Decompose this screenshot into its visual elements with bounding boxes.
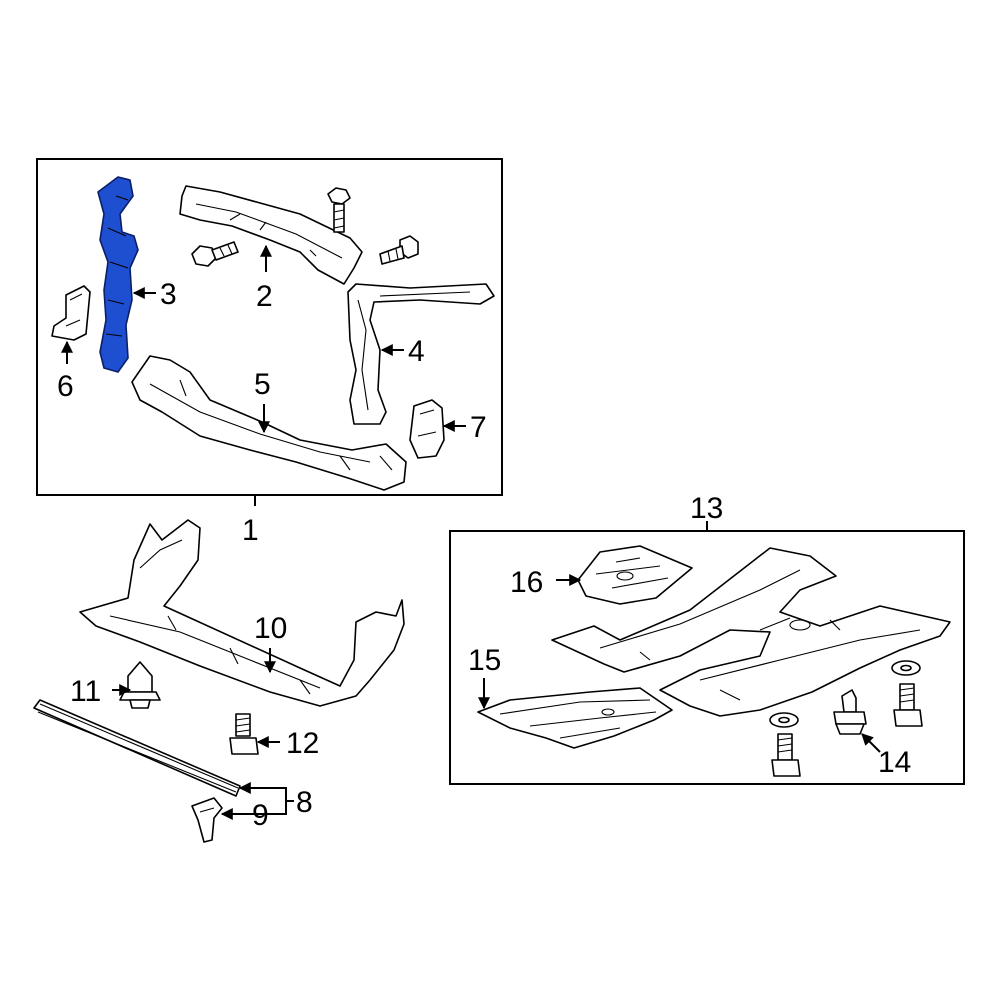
- bolt-upper-center[interactable]: [327, 187, 351, 233]
- washer-left[interactable]: [769, 712, 799, 728]
- callout-13: 13: [690, 492, 723, 525]
- callout-9: 9: [252, 799, 269, 832]
- part-3-upright-bracket[interactable]: [97, 176, 139, 373]
- part-6-small-bracket[interactable]: [51, 285, 91, 341]
- part-2-upper-cross-member[interactable]: [179, 185, 363, 285]
- part-13-under-cover[interactable]: [551, 547, 951, 717]
- bolt-right[interactable]: [379, 235, 419, 265]
- part-9-fastener[interactable]: [191, 797, 223, 843]
- callout-6: 6: [57, 370, 74, 403]
- callout-3: 3: [160, 278, 177, 311]
- part-10-splash-shield[interactable]: [79, 519, 405, 707]
- bolt-left[interactable]: [191, 241, 239, 267]
- assembly-1-box: [36, 158, 503, 496]
- leader-14: [861, 733, 881, 753]
- part-12-bolt[interactable]: [229, 713, 259, 755]
- bolt-13-left[interactable]: [771, 733, 801, 777]
- part-8-strip[interactable]: [33, 699, 241, 797]
- part-4-side-bracket[interactable]: [347, 283, 495, 425]
- callout-10: 10: [254, 612, 287, 645]
- callout-15: 15: [468, 644, 501, 677]
- part-5-lower-cross-member[interactable]: [131, 355, 407, 491]
- callout-2: 2: [256, 280, 273, 313]
- bolt-13-right[interactable]: [893, 683, 923, 727]
- callout-11: 11: [70, 675, 101, 708]
- part-15-cover[interactable]: [477, 687, 673, 749]
- part-14-clip[interactable]: [833, 689, 867, 735]
- part-16-small-cover[interactable]: [577, 545, 693, 605]
- callout-5: 5: [254, 368, 271, 401]
- callout-1: 1: [242, 514, 259, 547]
- washer-right[interactable]: [891, 660, 921, 676]
- leader-8-9-bracket: [220, 782, 294, 820]
- callout-12: 12: [286, 727, 319, 760]
- part-11-clip[interactable]: [119, 661, 161, 709]
- part-7-bracket[interactable]: [409, 399, 445, 459]
- callout-8: 8: [296, 786, 313, 819]
- callout-7: 7: [470, 411, 487, 444]
- callout-16: 16: [510, 566, 543, 599]
- callout-14: 14: [878, 746, 911, 779]
- callout-4: 4: [408, 335, 425, 368]
